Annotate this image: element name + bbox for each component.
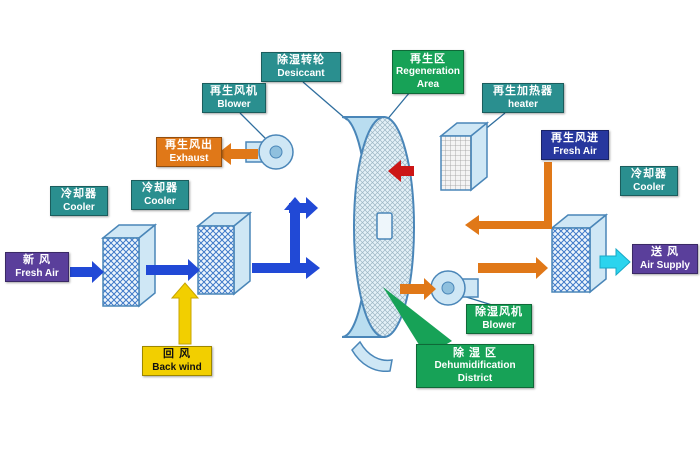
label-cooler-left: 冷却器 Cooler	[50, 186, 108, 216]
label-regen-fresh-air-en: Fresh Air	[553, 145, 597, 157]
label-regen-heater: 再生加热器 heater	[482, 83, 564, 113]
label-regen-heater-zh: 再生加热器	[493, 84, 553, 97]
process-air-to-wheel-arrow	[252, 257, 320, 279]
label-regen-fresh-air: 再生风进 Fresh Air	[541, 130, 609, 160]
regen-air-inlet-arrow	[465, 162, 552, 235]
label-regeneration-area: 再生区 Regeneration Area	[392, 50, 464, 94]
process-air-upper-arrow	[289, 197, 318, 219]
label-dehumid-district-zh: 除 湿 区	[452, 346, 498, 359]
label-air-supply: 送 风 Air Supply	[632, 244, 698, 274]
dehumid-district-pointer	[383, 287, 452, 356]
label-regen-blower-en: Blower	[217, 98, 251, 110]
label-exhaust-en: Exhaust	[169, 152, 209, 164]
label-desiccant-en: Desiccant	[277, 67, 325, 79]
label-cooler-mid-zh: 冷却器	[142, 181, 178, 194]
cooler-to-cooler-arrow	[146, 259, 200, 281]
label-cooler-right: 冷却器 Cooler	[620, 166, 678, 196]
air-supply-arrow	[599, 247, 631, 277]
label-cooler-right-en: Cooler	[633, 181, 665, 193]
blower-to-cooler-arrow	[478, 257, 548, 279]
label-dehumid-district-en: Dehumidification District	[434, 360, 516, 384]
label-fresh-air-zh: 新 风	[22, 253, 52, 266]
label-exhaust: 再生风出 Exhaust	[156, 137, 222, 167]
label-back-wind-zh: 回 风	[162, 347, 192, 360]
label-dehumid-district: 除 湿 区 Dehumidification District	[416, 344, 534, 388]
cooler-box-right	[549, 213, 609, 294]
dehumid-blower-fan	[430, 270, 479, 306]
wheel-hub	[376, 212, 393, 240]
label-cooler-mid: 冷却器 Cooler	[131, 180, 189, 210]
dry-air-to-blower-arrow	[400, 278, 436, 300]
label-fresh-air-en: Fresh Air	[15, 267, 59, 279]
cooler-box-mid	[195, 211, 253, 296]
label-desiccant: 除湿转轮 Desiccant	[261, 52, 341, 82]
regen-air-through-wheel-arrow	[388, 160, 414, 182]
fresh-air-inlet-arrow	[70, 261, 104, 283]
label-cooler-left-zh: 冷却器	[61, 187, 97, 200]
label-air-supply-zh: 送 风	[650, 245, 680, 258]
label-air-supply-en: Air Supply	[639, 259, 690, 271]
process-air-up-arrow	[284, 197, 306, 270]
desiccant-wheel: xt	[341, 116, 415, 372]
label-regen-fresh-air-zh: 再生风进	[551, 131, 599, 144]
label-regeneration-area-en: Regeneration Area	[396, 66, 460, 90]
label-dehumid-blower-en: Blower	[482, 319, 516, 331]
label-back-wind-en: Back wind	[152, 361, 202, 373]
label-exhaust-zh: 再生风出	[165, 138, 213, 151]
label-fresh-air: 新 风 Fresh Air	[5, 252, 69, 282]
label-regen-heater-en: heater	[507, 98, 538, 110]
label-cooler-left-en: Cooler	[63, 201, 95, 213]
label-dehumid-blower-zh: 除湿风机	[475, 305, 523, 318]
label-regen-blower: 再生风机 Blower	[202, 83, 266, 113]
watermark: xt	[345, 287, 358, 303]
label-cooler-right-zh: 冷却器	[631, 167, 667, 180]
label-dehumid-blower: 除湿风机 Blower	[466, 304, 532, 334]
back-wind-arrow	[170, 282, 200, 345]
label-back-wind: 回 风 Back wind	[142, 346, 212, 376]
heater-box	[438, 121, 490, 192]
label-desiccant-zh: 除湿转轮	[277, 53, 325, 66]
label-regeneration-area-zh: 再生区	[410, 52, 446, 65]
exhaust-out-arrow	[217, 143, 258, 165]
label-cooler-mid-en: Cooler	[144, 195, 176, 207]
label-regen-blower-zh: 再生风机	[210, 84, 258, 97]
wheel-ribbon	[351, 340, 393, 372]
